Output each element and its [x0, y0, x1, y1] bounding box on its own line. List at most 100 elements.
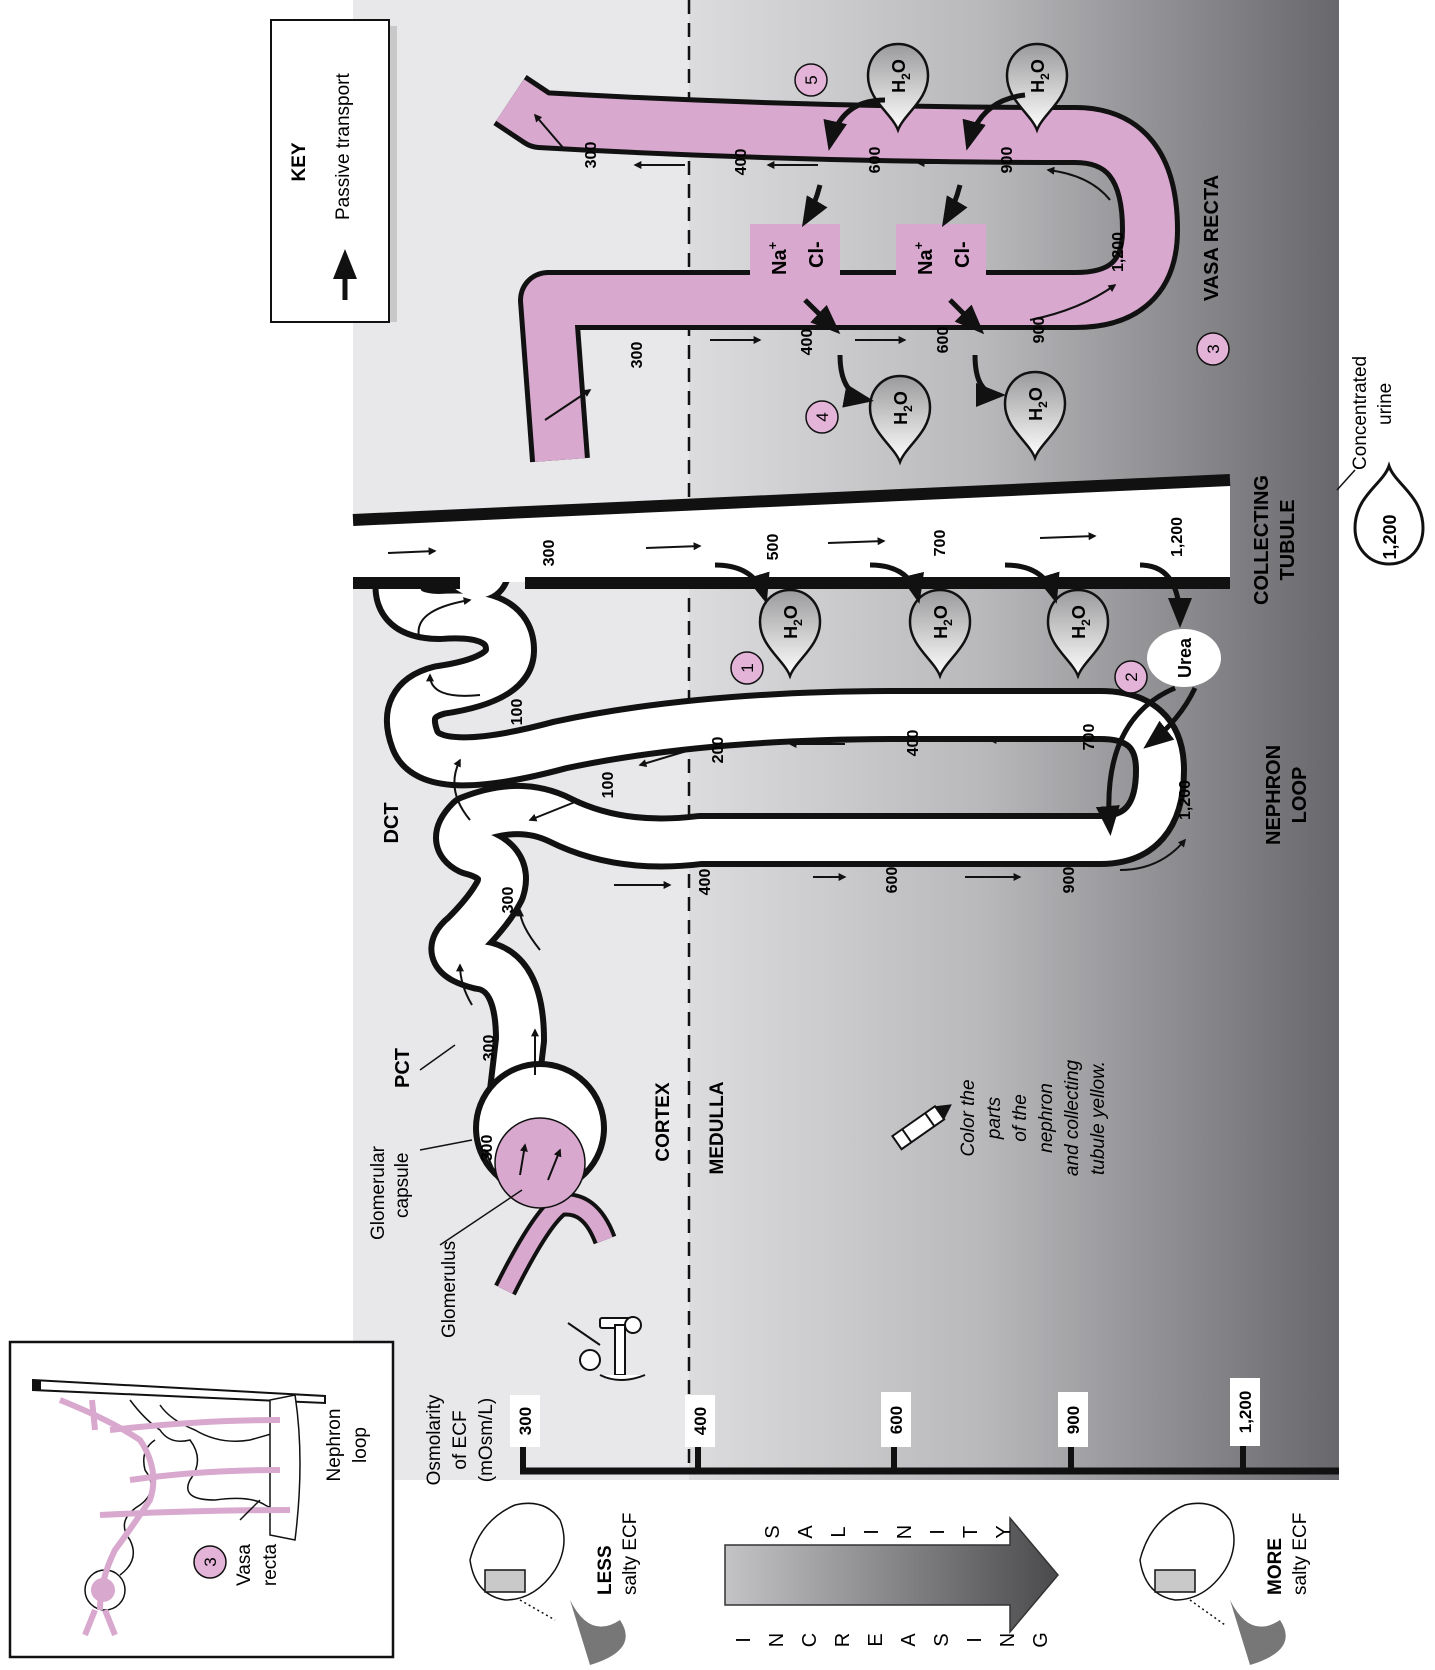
svg-text:500: 500	[765, 534, 782, 561]
marker-3: 3	[1197, 333, 1229, 365]
svg-text:1,200: 1,200	[1236, 1391, 1255, 1434]
inset-marker-3: 3	[201, 1557, 220, 1566]
svg-text:salty ECF: salty ECF	[620, 1513, 641, 1595]
dct-label: DCT	[381, 802, 403, 843]
salinity-letter: T	[960, 1526, 982, 1538]
svg-text:700: 700	[1081, 724, 1098, 751]
svg-text:600: 600	[935, 327, 952, 354]
svg-text:600: 600	[867, 147, 884, 174]
marker-4: 4	[806, 401, 838, 433]
marker-2: 2	[1115, 661, 1147, 693]
svg-text:300: 300	[583, 142, 600, 169]
nephron-loop-label-line2: LOOP	[1289, 767, 1311, 824]
svg-text:1,200: 1,200	[1110, 232, 1127, 272]
svg-text:900: 900	[1031, 317, 1048, 344]
salinity-letter: S	[762, 1525, 784, 1538]
salinity-letter: I	[927, 1529, 949, 1535]
capsule-label-line2: capsule	[392, 1153, 413, 1219]
inset-loop-line1: Nephron	[324, 1409, 345, 1482]
inset-vasa-line1: Vasa	[234, 1544, 255, 1586]
urea-bubble: Urea	[1147, 629, 1221, 687]
svg-text:Color the: Color the	[958, 1079, 979, 1156]
svg-text:100: 100	[509, 699, 526, 726]
svg-text:4: 4	[813, 412, 832, 421]
salinity-letter: N	[894, 1525, 916, 1539]
salinity-letter: I	[733, 1637, 755, 1643]
salt-shaker-hand-icon-more	[1140, 1503, 1286, 1665]
svg-text:600: 600	[887, 1406, 906, 1434]
collecting-label-line1: COLLECTING	[1251, 475, 1273, 605]
salinity-letter: A	[795, 1525, 817, 1539]
svg-text:300: 300	[479, 1135, 496, 1162]
svg-text:100: 100	[600, 772, 617, 799]
svg-text:300: 300	[541, 540, 558, 567]
svg-text:Cl-: Cl-	[806, 241, 828, 268]
ecf-axis-label-3: (mOsm/L)	[476, 1398, 497, 1482]
cortex-label: CORTEX	[653, 1082, 674, 1162]
urine-label-line1: Concentrated	[1350, 356, 1371, 470]
svg-text:900: 900	[1061, 867, 1078, 894]
svg-text:400: 400	[905, 730, 922, 757]
svg-text:LESS: LESS	[595, 1545, 616, 1595]
svg-text:300: 300	[629, 342, 646, 369]
salinity-letter: S	[931, 1633, 953, 1646]
salinity-letter: G	[1030, 1632, 1052, 1648]
svg-text:300: 300	[481, 1035, 498, 1062]
ecf-axis-label-2: of ECF	[450, 1410, 471, 1469]
inset-loop-line2: loop	[350, 1427, 371, 1463]
salinity-letter: R	[832, 1633, 854, 1647]
svg-text:and collecting: and collecting	[1062, 1059, 1083, 1176]
svg-text:Cl-: Cl-	[952, 241, 974, 268]
glomerulus-label: Glomerulus	[439, 1241, 460, 1338]
salinity-letter: L	[828, 1526, 850, 1537]
salinity-letter: C	[799, 1633, 821, 1647]
key-passive-label: Passive transport	[333, 72, 354, 220]
vasa-recta-label: VASA RECTA	[1201, 175, 1223, 301]
salinity-letter: N	[997, 1633, 1019, 1647]
salinity-letter: I	[861, 1529, 883, 1535]
svg-text:parts: parts	[984, 1096, 1005, 1140]
salinity-letter: Y	[993, 1525, 1015, 1538]
svg-text:400: 400	[697, 869, 714, 896]
salinity-letter: N	[766, 1633, 788, 1647]
medulla-label: MEDULLA	[707, 1081, 728, 1174]
svg-text:salty ECF: salty ECF	[1290, 1513, 1311, 1595]
svg-text:300: 300	[500, 887, 517, 914]
less-salty-label: LESS salty ECF	[595, 1513, 641, 1595]
marker-5: 5	[795, 64, 827, 96]
svg-text:700: 700	[932, 530, 949, 557]
pct-label: PCT	[392, 1048, 414, 1088]
ecf-axis-label-1: Osmolarity	[424, 1394, 445, 1485]
inset-vasa-line2: recta	[260, 1543, 281, 1586]
svg-text:1,200: 1,200	[1169, 517, 1186, 557]
more-salty-label: MORE salty ECF	[1265, 1513, 1311, 1595]
svg-text:of the: of the	[1010, 1094, 1031, 1142]
svg-text:nephron: nephron	[1036, 1083, 1057, 1153]
svg-text:1: 1	[738, 663, 757, 672]
svg-text:MORE: MORE	[1265, 1538, 1286, 1595]
na-cl-box-2: Na+ Cl-	[896, 224, 986, 290]
svg-text:Urea: Urea	[1175, 637, 1195, 678]
svg-text:600: 600	[884, 867, 901, 894]
urine-value: 1,200	[1380, 514, 1400, 559]
svg-text:3: 3	[1204, 344, 1223, 353]
svg-text:300: 300	[516, 1407, 535, 1435]
collecting-label-line2: TUBULE	[1277, 499, 1299, 580]
svg-text:900: 900	[1064, 1406, 1083, 1434]
svg-text:400: 400	[799, 329, 816, 356]
svg-text:200: 200	[710, 737, 727, 764]
na-cl-box-1: Na+ Cl-	[750, 224, 840, 290]
marker-1: 1	[731, 652, 763, 684]
key-title: KEY	[289, 142, 310, 181]
svg-text:tubule yellow.: tubule yellow.	[1088, 1061, 1109, 1175]
svg-text:5: 5	[802, 75, 821, 84]
svg-text:900: 900	[999, 147, 1016, 174]
svg-text:400: 400	[691, 1407, 710, 1435]
svg-text:400: 400	[733, 149, 750, 176]
salinity-letter: E	[865, 1633, 887, 1646]
capsule-label-line1: Glomerular	[368, 1145, 389, 1240]
salinity-letter: I	[964, 1637, 986, 1643]
svg-text:1,200: 1,200	[1177, 780, 1194, 820]
